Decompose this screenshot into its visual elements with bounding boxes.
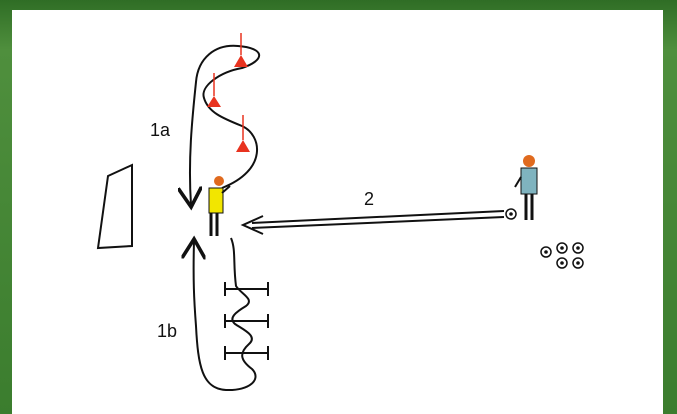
ball-icon [556, 242, 568, 254]
label-2: 2 [364, 189, 374, 209]
goal-icon [96, 163, 133, 250]
ball-icon [572, 242, 584, 254]
hurdle-icon [224, 282, 269, 296]
cone-icon [207, 73, 221, 107]
label-1a: 1a [150, 120, 171, 140]
cone-icon [234, 33, 248, 67]
coach-icon [514, 155, 538, 220]
pass-arrow [240, 210, 505, 235]
slalom-path-1a [190, 44, 261, 205]
label-1b: 1b [157, 321, 177, 341]
cone-icon [236, 115, 250, 152]
zigzag-path-1b [194, 238, 257, 392]
drill-panel [12, 10, 663, 414]
hurdle-icon [224, 346, 269, 360]
ball-icon [505, 208, 517, 220]
ball-pile [540, 242, 584, 269]
ball-icon [556, 257, 568, 269]
goalkeeper-icon [208, 176, 231, 236]
hurdle-icon [224, 314, 269, 328]
ball-icon [572, 257, 584, 269]
ball-icon [540, 246, 552, 258]
